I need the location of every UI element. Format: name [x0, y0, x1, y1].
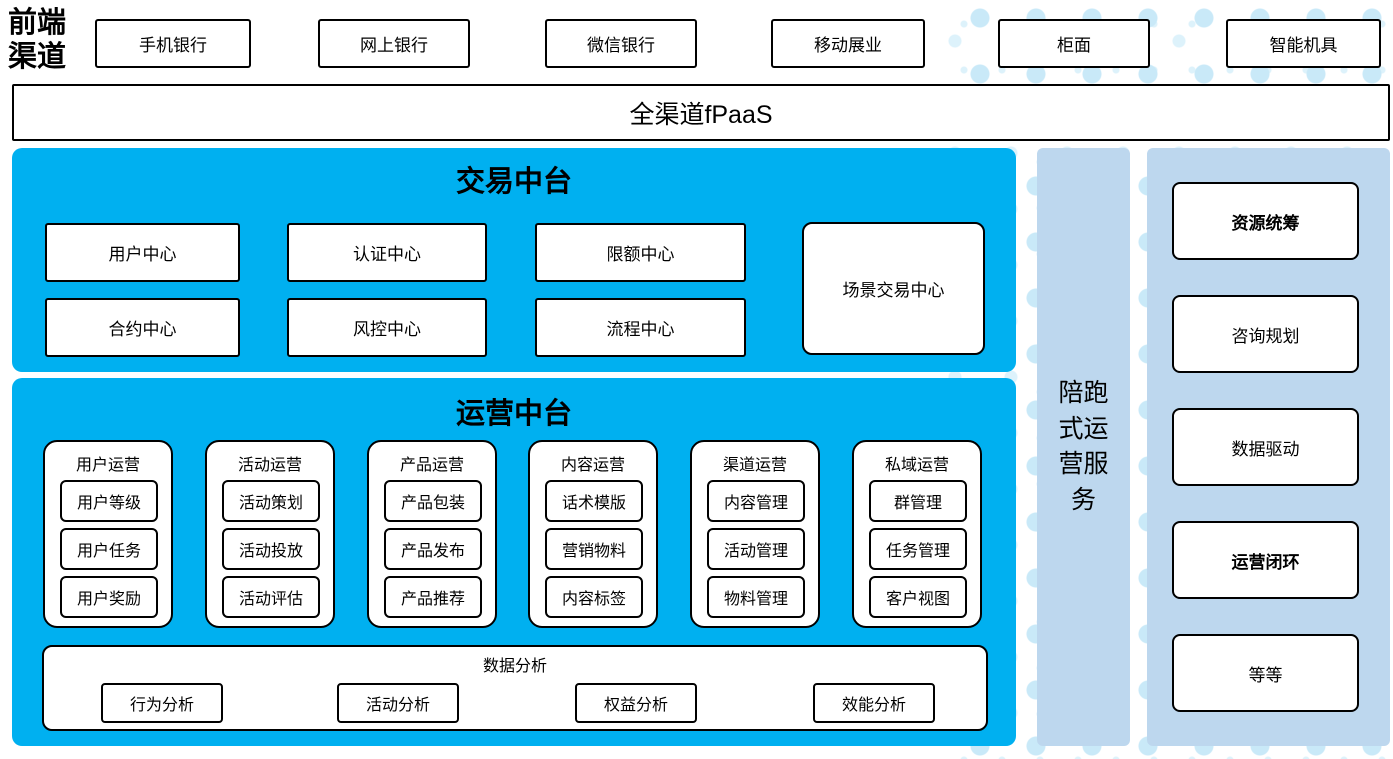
- group-user-operation: 用户运营 用户等级 用户任务 用户奖励: [43, 440, 173, 628]
- analysis-item: 活动分析: [337, 683, 459, 723]
- group-item: 内容管理: [707, 480, 805, 522]
- group-item: 活动评估: [222, 576, 320, 618]
- center-box-process: 流程中心: [535, 298, 746, 357]
- center-box-contract: 合约中心: [45, 298, 240, 357]
- center-box-limit: 限额中心: [535, 223, 746, 282]
- service-box-data-driven: 数据驱动: [1172, 408, 1359, 486]
- center-box-user: 用户中心: [45, 223, 240, 282]
- center-box-auth: 认证中心: [287, 223, 487, 282]
- channel-box-mobile-banking: 手机银行: [95, 19, 251, 68]
- group-activity-operation: 活动运营 活动策划 活动投放 活动评估: [205, 440, 335, 628]
- group-item: 任务管理: [869, 528, 967, 570]
- group-title: 私域运营: [884, 457, 949, 474]
- channel-box-online-banking: 网上银行: [318, 19, 470, 68]
- channel-box-smart-devices: 智能机具: [1226, 19, 1381, 68]
- channel-box-wechat-banking: 微信银行: [545, 19, 697, 68]
- service-column: 资源统筹 咨询规划 数据驱动 运营闭环 等等: [1147, 148, 1390, 746]
- channel-box-counter: 柜面: [998, 19, 1150, 68]
- group-item: 活动管理: [707, 528, 805, 570]
- channel-box-mobile-sales: 移动展业: [771, 19, 925, 68]
- group-content-operation: 内容运营 话术模版 营销物料 内容标签: [528, 440, 658, 628]
- group-title: 内容运营: [560, 457, 625, 474]
- accompany-service-bar: 陪跑式运营服务: [1037, 148, 1130, 746]
- service-box-operation-loop: 运营闭环: [1172, 521, 1359, 599]
- group-item: 物料管理: [707, 576, 805, 618]
- service-box-consulting: 咨询规划: [1172, 295, 1359, 373]
- analysis-item: 行为分析: [101, 683, 223, 723]
- data-analysis-title: 数据分析: [482, 658, 547, 675]
- group-title: 活动运营: [237, 457, 302, 474]
- service-box-etc: 等等: [1172, 634, 1359, 712]
- analysis-item: 权益分析: [575, 683, 697, 723]
- trade-platform-title: 交易中台: [455, 166, 572, 198]
- group-title: 产品运营: [399, 457, 464, 474]
- data-analysis-panel: 数据分析 行为分析 活动分析 权益分析 效能分析: [42, 645, 988, 731]
- fpaas-bar: 全渠道fPaaS: [12, 84, 1390, 141]
- operation-platform-title: 运营中台: [455, 398, 572, 430]
- accompany-service-label: 陪跑式运营服务: [1058, 379, 1109, 514]
- group-item: 产品发布: [384, 528, 482, 570]
- group-title: 用户运营: [75, 457, 140, 474]
- group-private-domain-operation: 私域运营 群管理 任务管理 客户视图: [852, 440, 982, 628]
- group-item: 用户奖励: [60, 576, 158, 618]
- group-item: 用户任务: [60, 528, 158, 570]
- group-product-operation: 产品运营 产品包装 产品发布 产品推荐: [367, 440, 497, 628]
- group-item: 产品包装: [384, 480, 482, 522]
- front-channels-label: 前端渠道: [8, 7, 67, 74]
- group-item: 内容标签: [545, 576, 643, 618]
- group-item: 活动投放: [222, 528, 320, 570]
- center-box-scene-trade: 场景交易中心: [802, 222, 985, 355]
- center-box-risk: 风控中心: [287, 298, 487, 357]
- group-title: 渠道运营: [722, 457, 787, 474]
- analysis-item: 效能分析: [813, 683, 935, 723]
- group-item: 群管理: [869, 480, 967, 522]
- trade-platform-panel: 交易中台 用户中心 认证中心 限额中心 合约中心 风控中心 流程中心 场景交易中…: [12, 148, 1016, 372]
- group-item: 客户视图: [869, 576, 967, 618]
- service-box-resource-planning: 资源统筹: [1172, 182, 1359, 260]
- group-item: 营销物料: [545, 528, 643, 570]
- group-channel-operation: 渠道运营 内容管理 活动管理 物料管理: [690, 440, 820, 628]
- group-item: 活动策划: [222, 480, 320, 522]
- operation-platform-panel: 运营中台 用户运营 用户等级 用户任务 用户奖励 活动运营 活动策划 活动投放 …: [12, 378, 1016, 746]
- group-item: 产品推荐: [384, 576, 482, 618]
- group-item: 用户等级: [60, 480, 158, 522]
- group-item: 话术模版: [545, 480, 643, 522]
